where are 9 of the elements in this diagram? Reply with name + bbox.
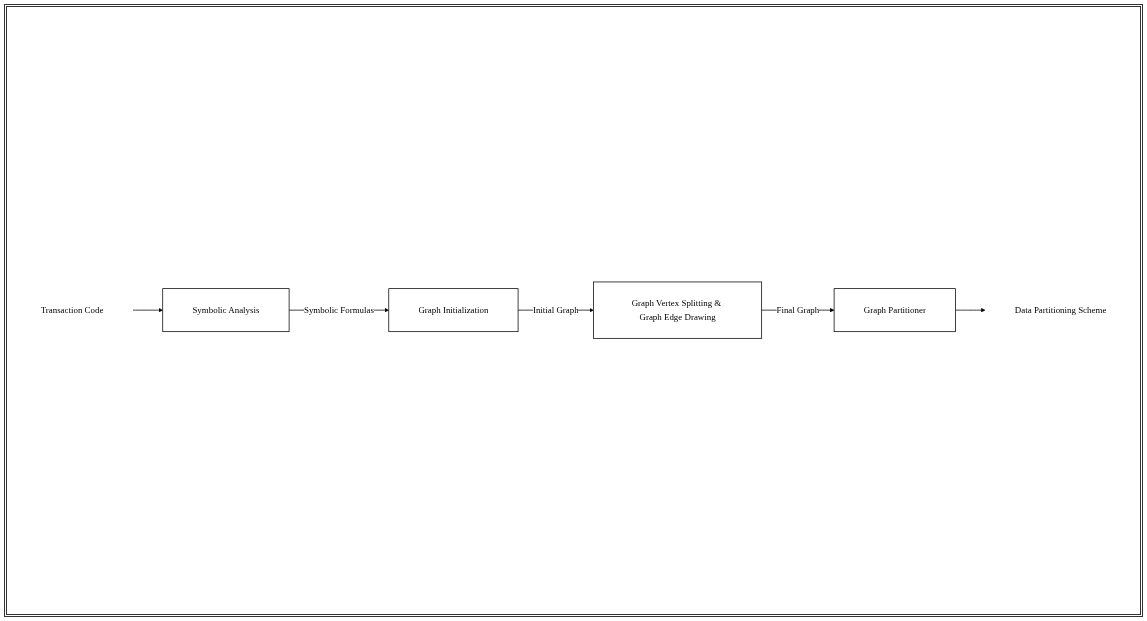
edge-label: Final Graph	[776, 305, 820, 316]
node-box: Graph Partitioner	[833, 288, 956, 333]
edge-label: Symbolic Formulas	[303, 305, 374, 316]
node-box: Graph Initialization	[388, 288, 519, 333]
node-box: Symbolic Analysis	[162, 288, 290, 333]
edge-label: Initial Graph	[532, 305, 579, 316]
node-box: Graph Vertex Splitting & Graph Edge Drawing	[593, 281, 763, 340]
node-text: Transaction Code	[40, 305, 104, 316]
node-text: Data Partitioning Scheme	[1014, 305, 1107, 316]
